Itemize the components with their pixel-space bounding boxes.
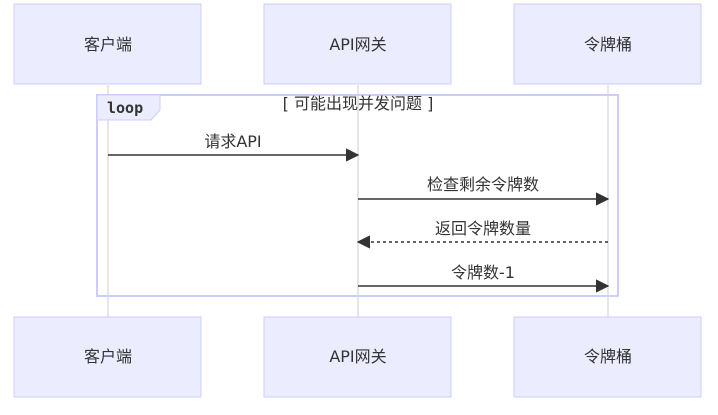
message-label: 返回令牌数量 <box>435 219 531 238</box>
loop-keyword: loop <box>107 99 143 117</box>
actor-top-token-bucket: 令牌桶 <box>513 3 702 85</box>
message-decrement-token: 令牌数-1 <box>358 263 610 293</box>
loop-label-box <box>96 94 161 121</box>
actor-label: 令牌桶 <box>584 35 632 54</box>
message-check-tokens: 检查剩余令牌数 <box>358 175 610 206</box>
actor-bottom-token-bucket: 令牌桶 <box>513 316 702 398</box>
message-label: 请求API <box>204 132 261 151</box>
message-label: 令牌数-1 <box>451 263 515 282</box>
actor-bottom-api-gateway: API网关 <box>263 316 452 398</box>
actor-label: 客户端 <box>84 35 132 54</box>
loop-condition: [ 可能出现并发问题 ] <box>283 94 434 113</box>
actor-bottom-client: 客户端 <box>13 316 202 398</box>
message-request-api: 请求API <box>108 132 360 162</box>
actor-label: 令牌桶 <box>584 347 632 366</box>
actor-top-api-gateway: API网关 <box>263 3 452 85</box>
actor-top-client: 客户端 <box>13 3 202 85</box>
actor-label: 客户端 <box>84 347 132 366</box>
actor-label: API网关 <box>329 35 386 54</box>
message-return-count: 返回令牌数量 <box>356 219 608 249</box>
loop-frame: loop [ 可能出现并发问题 ] <box>96 94 619 297</box>
actor-label: API网关 <box>329 347 386 366</box>
message-label: 检查剩余令牌数 <box>427 175 539 194</box>
